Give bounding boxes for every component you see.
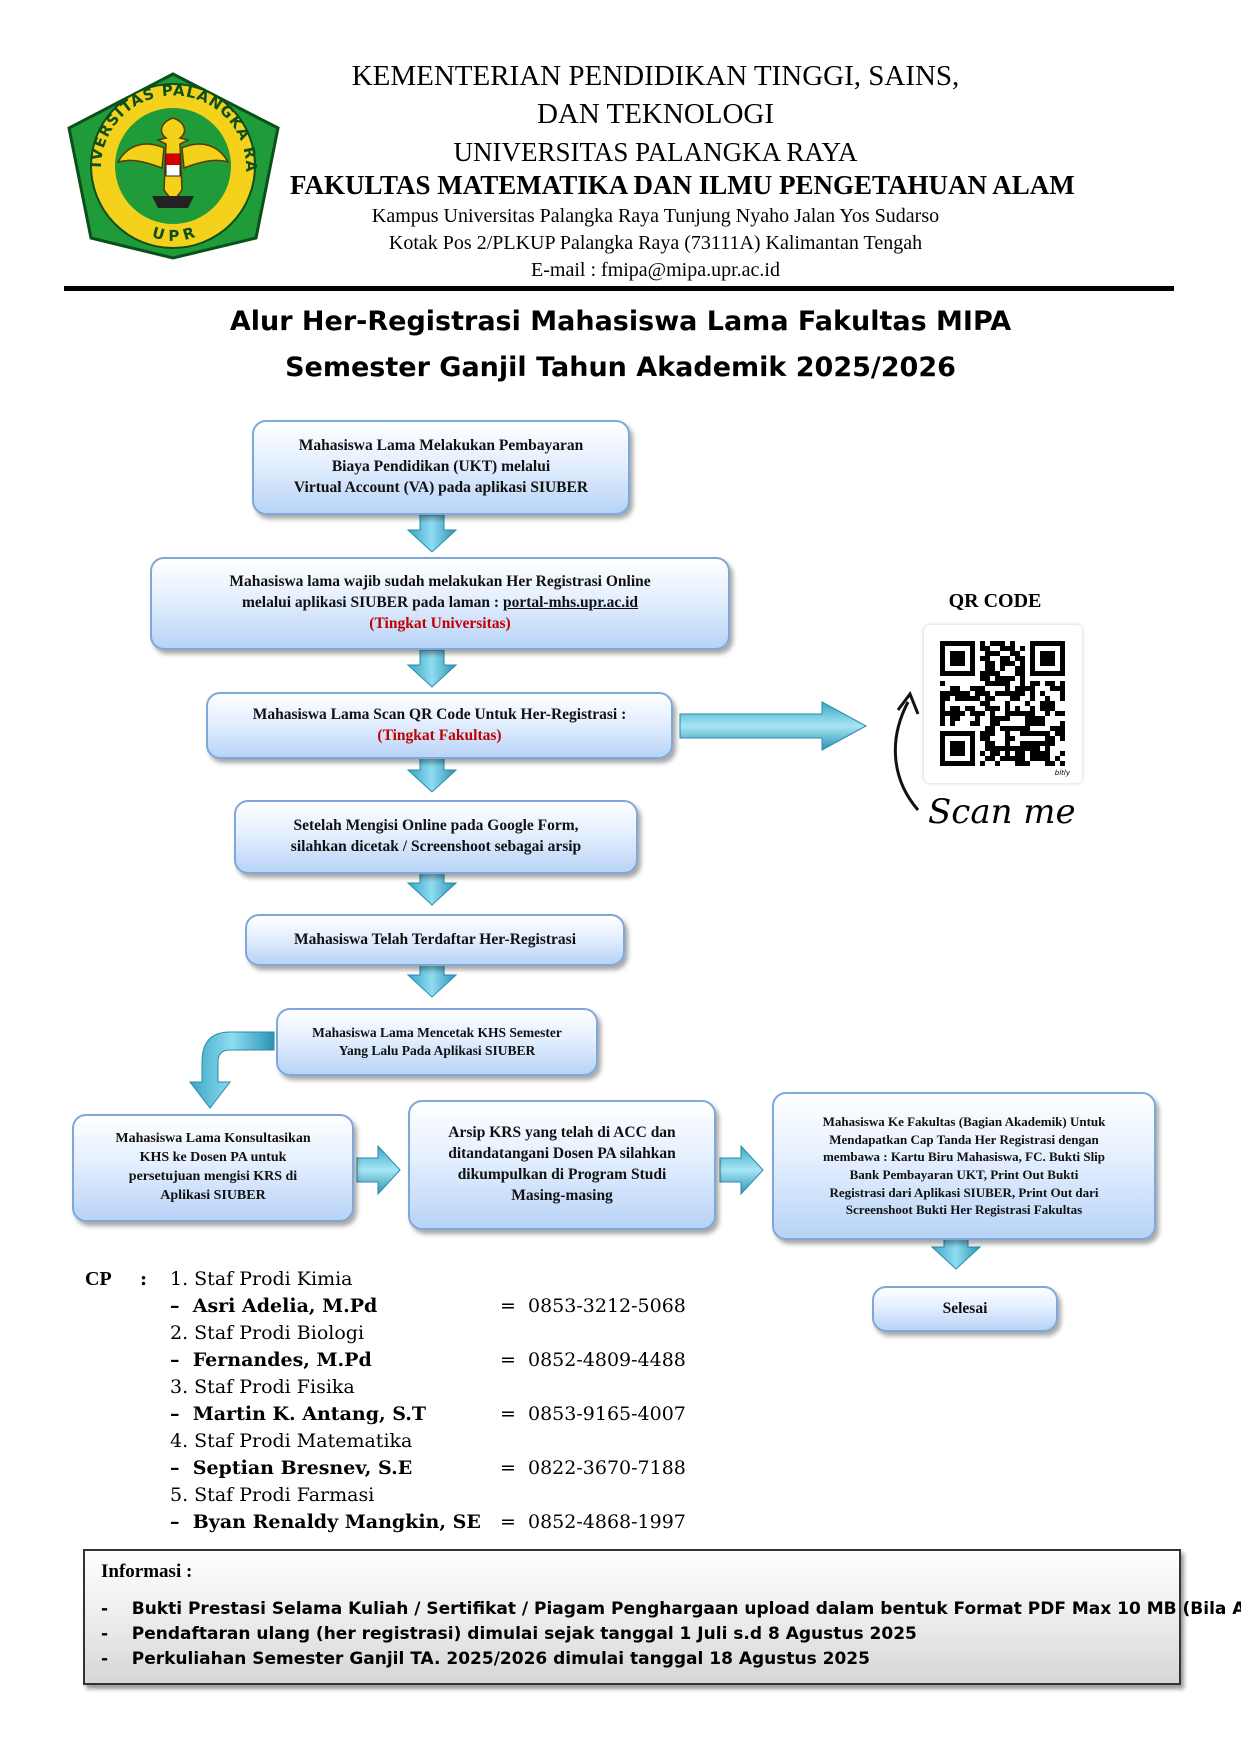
step-9-line-1: Mahasiswa Ke Fakultas (Bagian Akademik) …: [822, 1114, 1106, 1130]
step-9-line-3: membawa : Kartu Biru Mahasiswa, FC. Bukt…: [822, 1149, 1106, 1165]
scan-me-curved-arrow: [893, 690, 920, 811]
step-9-line-5: Registrasi dari Aplikasi SIUBER, Print O…: [829, 1184, 1099, 1200]
page-subtitle: Semester Ganjil Tahun Akademik 2025/2026: [285, 352, 956, 383]
step-7-line-1: Mahasiswa Lama Konsultasikan: [115, 1131, 311, 1147]
step-7-line-2: KHS ke Dosen PA untuk: [139, 1150, 287, 1166]
info-item: - Perkuliahan Semester Ganjil TA. 2025/2…: [101, 1649, 870, 1669]
university-logo: UNIVERSITAS PALANGKA RAYA U P R: [59, 56, 281, 260]
contact-prodi: 2. Staf Prodi Biologi: [170, 1322, 365, 1344]
address-line-1: Kampus Universitas Palangka Raya Tunjung…: [371, 205, 940, 227]
contact-phone: = 0822-3670-7188: [500, 1457, 686, 1479]
step-1-payment: Mahasiswa Lama Melakukan Pembayaran Biay…: [252, 420, 630, 515]
contact-name: – Asri Adelia, M.Pd: [170, 1295, 378, 1317]
info-title: Informasi :: [101, 1561, 193, 1582]
finish-box: Selesai: [872, 1286, 1058, 1332]
step-8-line-2: ditandatangani Dosen PA silahkan: [448, 1145, 676, 1163]
header-divider: [64, 286, 1174, 291]
cp-label: CP: [85, 1268, 112, 1290]
info-item: - Bukti Prestasi Selama Kuliah / Sertifi…: [101, 1599, 1241, 1619]
arrow-down-2: [406, 649, 458, 688]
portal-link[interactable]: portal-mhs.upr.ac.id: [502, 594, 639, 612]
step-9-line-6: Screenshoot Bukti Her Registrasi Fakulta…: [845, 1202, 1083, 1218]
contact-phone: = 0853-9165-4007: [500, 1403, 686, 1425]
qr-label: QR CODE: [948, 590, 1042, 612]
step-2-line-2: melalui aplikasi SIUBER pada laman :: [241, 594, 503, 612]
contact-name: – Septian Bresnev, S.E: [170, 1457, 413, 1479]
contact-name: – Byan Renaldy Mangkin, SE: [170, 1511, 481, 1533]
ministry-line-1: KEMENTERIAN PENDIDIKAN TINGGI, SAINS,: [351, 60, 960, 92]
contact-prodi: 1. Staf Prodi Kimia: [170, 1268, 353, 1290]
step-3-scan-qr: Mahasiswa Lama Scan QR Code Untuk Her-Re…: [206, 692, 673, 759]
page-title: Alur Her-Registrasi Mahasiswa Lama Fakul…: [229, 306, 1012, 337]
address-line-2: Kotak Pos 2/PLKUP Palangka Raya (73111A)…: [388, 232, 923, 254]
step-4-print-screenshot: Setelah Mengisi Online pada Google Form,…: [234, 800, 638, 874]
faculty-name: FAKULTAS MATEMATIKA DAN ILMU PENGETAHUAN…: [290, 170, 1075, 200]
arrow-curve-left: [188, 1031, 275, 1109]
step-8-line-4: Masing-masing: [511, 1186, 613, 1204]
step-1-line-1: Mahasiswa Lama Melakukan Pembayaran: [298, 437, 584, 455]
university-name: UNIVERSITAS PALANGKA RAYA: [453, 137, 858, 167]
contact-name: – Martin K. Antang, S.T: [170, 1403, 427, 1425]
arrow-right-2: [719, 1144, 764, 1196]
arrow-down-1: [406, 514, 458, 553]
step-7-line-3: persetujuan mengisi KRS di: [128, 1169, 298, 1184]
contact-prodi: 5. Staf Prodi Farmasi: [170, 1484, 375, 1506]
contact-prodi: 3. Staf Prodi Fisika: [170, 1376, 355, 1398]
qr-brand: bitly: [1054, 769, 1070, 777]
arrow-down-3: [406, 754, 458, 793]
step-1-line-2: Biaya Pendidikan (UKT) melalui: [331, 458, 551, 476]
step-4-line-2: silahkan dicetak / Screenshoot sebagai a…: [290, 838, 582, 855]
qr-code[interactable]: bitly: [924, 625, 1082, 783]
step-7-consult-pa: Mahasiswa Lama Konsultasikan KHS ke Dose…: [72, 1114, 354, 1222]
step-6-line-2: Yang Lalu Pada Aplikasi SIUBER: [338, 1043, 536, 1058]
step-4-line-1: Setelah Mengisi Online pada Google Form,: [293, 817, 579, 835]
contact-phone: = 0852-4868-1997: [500, 1511, 686, 1533]
step-6-print-khs: Mahasiswa Lama Mencetak KHS Semester Yan…: [276, 1008, 598, 1076]
contact-phone: = 0853-3212-5068: [500, 1295, 686, 1317]
step-5-text: Mahasiswa Telah Terdaftar Her-Registrasi: [293, 930, 576, 948]
step-2-level: (Tingkat Universitas): [369, 614, 511, 632]
ministry-line-2: DAN TEKNOLOGI: [536, 98, 775, 130]
step-8-submit-krs: Arsip KRS yang telah di ACC dan ditandat…: [408, 1100, 716, 1230]
info-item: - Pendaftaran ulang (her registrasi) dim…: [101, 1624, 917, 1644]
arrow-right-qr: [679, 701, 868, 751]
step-8-line-1: Arsip KRS yang telah di ACC dan: [448, 1124, 676, 1142]
step-3-level: (Tingkat Fakultas): [377, 726, 502, 744]
step-8-line-3: dikumpulkan di Program Studi: [457, 1166, 667, 1183]
step-9-line-2: Mendapatkan Cap Tanda Her Registrasi den…: [829, 1131, 1099, 1147]
scan-me-text: Scan me: [928, 792, 1076, 832]
step-2-online-registration: Mahasiswa lama wajib sudah melakukan Her…: [150, 557, 730, 650]
email-line: E-mail : fmipa@mipa.upr.ac.id: [531, 259, 780, 281]
cp-colon: :: [140, 1268, 148, 1290]
step-1-line-3: Virtual Account (VA) pada aplikasi SIUBE…: [293, 478, 589, 496]
contact-name: – Fernandes, M.Pd: [170, 1349, 372, 1371]
info-box: Informasi : - Bukti Prestasi Selama Kuli…: [83, 1549, 1241, 1685]
step-3-line-1: Mahasiswa Lama Scan QR Code Untuk Her-Re…: [252, 705, 627, 723]
step-6-line-1: Mahasiswa Lama Mencetak KHS Semester: [312, 1024, 562, 1040]
step-7-line-4: Aplikasi SIUBER: [160, 1187, 266, 1203]
step-5-registered: Mahasiswa Telah Terdaftar Her-Registrasi: [245, 914, 625, 966]
svg-text:U P R: U P R: [150, 223, 197, 245]
contact-phone: = 0852-4809-4488: [500, 1349, 686, 1371]
logo-text-bottom: U P R: [150, 223, 197, 245]
step-9-line-4: Bank Pembayaran UKT, Print Out Bukti: [849, 1167, 1079, 1182]
step-2-line-1: Mahasiswa lama wajib sudah melakukan Her…: [229, 573, 651, 591]
contact-prodi: 4. Staf Prodi Matematika: [170, 1430, 413, 1452]
finish-text: Selesai: [942, 1299, 988, 1317]
arrow-right-1: [356, 1144, 401, 1196]
step-9-faculty-stamp: Mahasiswa Ke Fakultas (Bagian Akademik) …: [772, 1092, 1156, 1240]
